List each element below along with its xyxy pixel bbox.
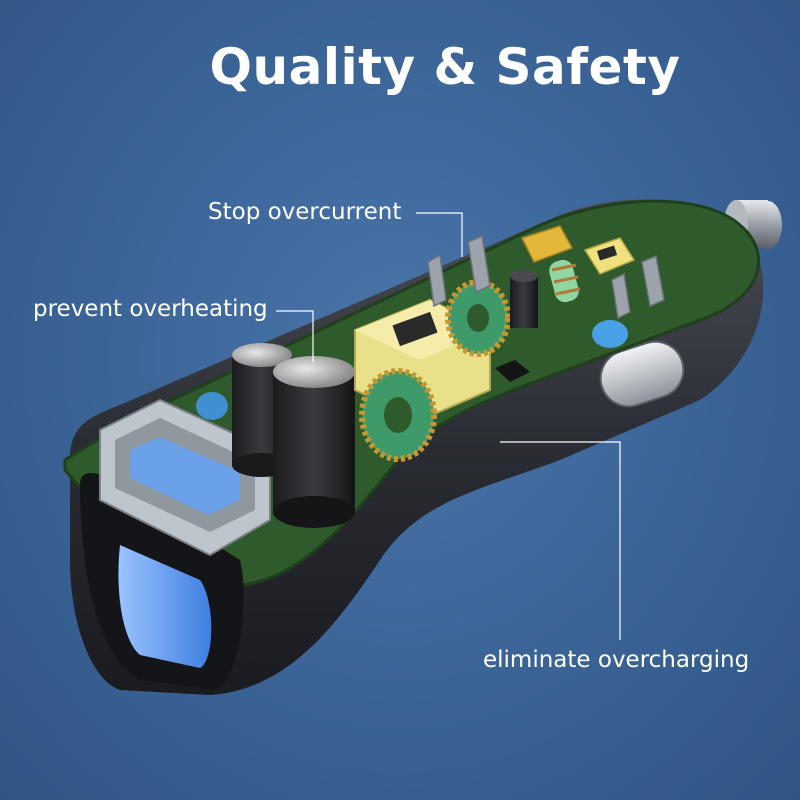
page-title: Quality & Safety	[209, 38, 681, 96]
ic-chip	[495, 360, 530, 382]
callout-overcharging: eliminate overcharging	[483, 647, 750, 673]
fuse-component	[520, 225, 574, 263]
inductor-coil-1	[359, 368, 437, 462]
usb-port-front	[79, 473, 244, 690]
inductor-coil-2	[445, 279, 511, 357]
ceramic-cap-1	[196, 392, 228, 420]
metal-pins	[427, 234, 665, 320]
callout-overheating: prevent overheating	[33, 296, 268, 322]
small-transformer	[583, 237, 636, 275]
callout-lines	[276, 212, 621, 640]
callout-overcurrent: Stop overcurrent	[208, 199, 402, 225]
capacitor-mini	[510, 270, 538, 328]
side-button	[599, 340, 685, 408]
resistor	[549, 259, 581, 303]
usb-connector-metal	[99, 398, 271, 557]
capacitor-large	[273, 356, 355, 528]
ceramic-cap-2	[592, 320, 628, 348]
